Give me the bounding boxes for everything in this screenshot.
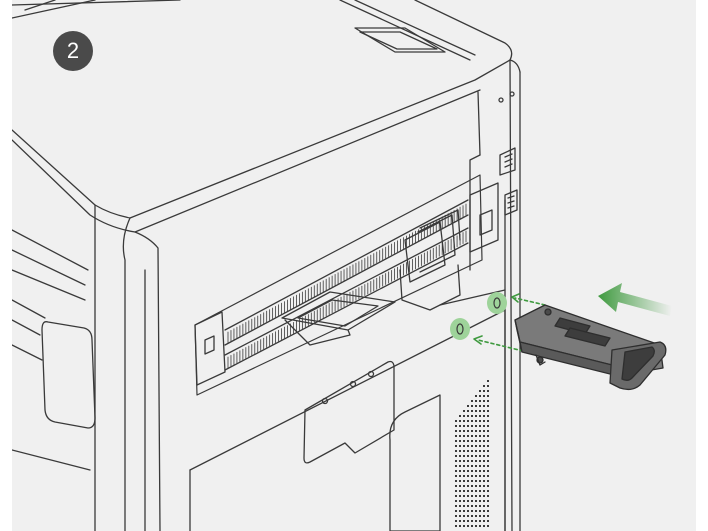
screw-hole-icon xyxy=(450,292,507,340)
dashed-arrow-icon xyxy=(473,293,546,352)
arrow-left-icon xyxy=(598,283,672,316)
rail-teeth-lower xyxy=(227,230,467,369)
step-number-badge: 2 xyxy=(53,31,93,71)
left-panel xyxy=(12,299,96,471)
printer-install-illustration xyxy=(12,0,672,531)
illustration-frame: 2 xyxy=(12,0,696,531)
rail-assembly xyxy=(194,174,499,396)
printer-body-outline xyxy=(12,59,521,531)
vent-grid xyxy=(455,380,489,527)
step-number: 2 xyxy=(66,38,80,63)
rail-teeth-upper xyxy=(227,203,467,344)
lower-body-panel xyxy=(189,289,506,531)
mounting-bracket xyxy=(514,304,667,391)
